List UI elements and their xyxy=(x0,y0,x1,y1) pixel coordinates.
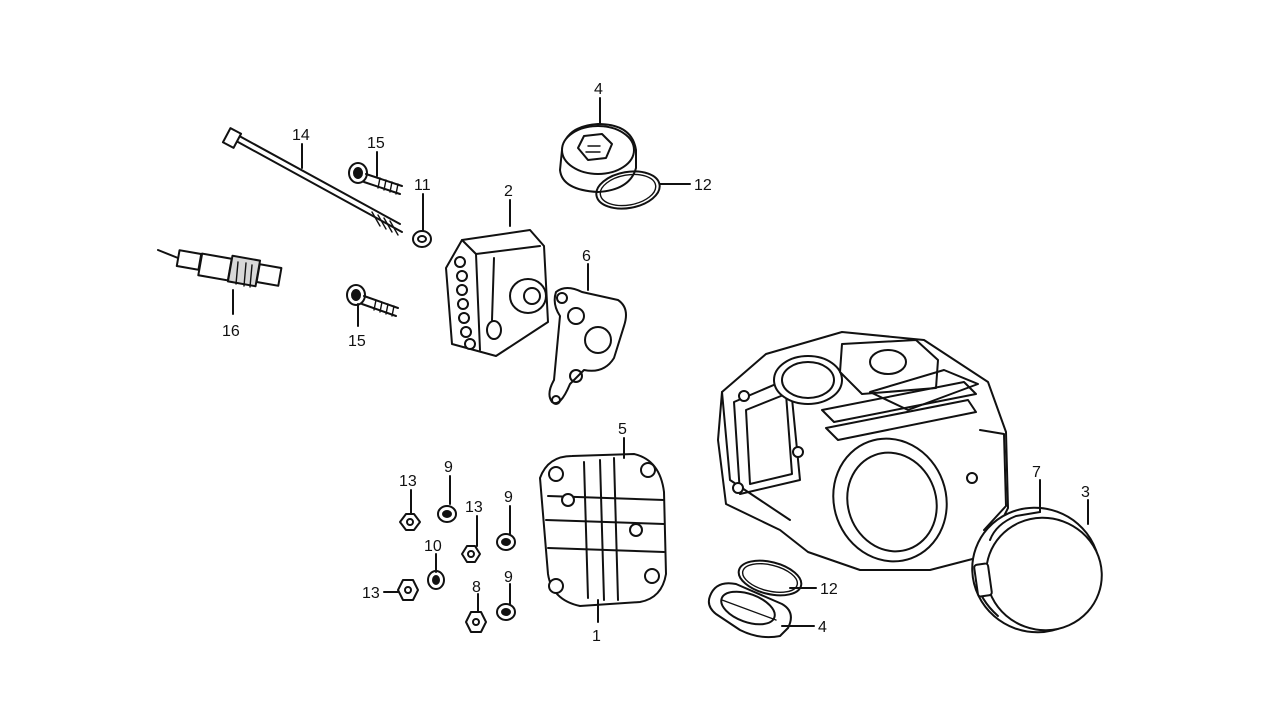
callout-9-b: 9 xyxy=(504,489,513,506)
callout-15-top: 15 xyxy=(367,135,385,152)
callout-6: 6 xyxy=(582,248,591,265)
part-16-spark-plug xyxy=(157,249,283,288)
callout-14: 14 xyxy=(292,127,310,144)
tensioner-teeth xyxy=(454,256,476,350)
callout-4-bottom: 4 xyxy=(818,619,827,636)
part-3-side-cap xyxy=(971,506,1103,634)
callout-3: 3 xyxy=(1081,484,1090,501)
part-13-nut-b xyxy=(461,545,481,563)
callout-8: 8 xyxy=(472,579,481,596)
callout-2: 2 xyxy=(504,183,513,200)
callout-4-top: 4 xyxy=(594,81,603,98)
callout-13-c: 13 xyxy=(362,585,380,602)
callout-7: 7 xyxy=(1032,464,1041,481)
callout-15-bottom: 15 xyxy=(348,333,366,350)
part-15-bolt-bottom xyxy=(346,284,399,317)
callout-12-top: 12 xyxy=(694,177,712,194)
part-7-cap-ring xyxy=(973,511,1041,617)
callout-13-a: 13 xyxy=(399,473,417,490)
part-5-head-cover xyxy=(539,453,667,607)
part-6-gasket-plate xyxy=(548,287,627,405)
callout-16: 16 xyxy=(222,323,240,340)
cylinder-head-block xyxy=(717,331,1009,571)
part-14-stud-bolt xyxy=(221,127,403,236)
part-9-washer-a xyxy=(437,505,457,523)
part-8-nut xyxy=(465,611,487,633)
callout-11: 11 xyxy=(414,177,431,194)
callout-labels: 1 2 3 4 4 5 6 7 8 9 9 9 10 11 12 12 13 1… xyxy=(222,81,1090,645)
part-2-cam-holder xyxy=(445,229,549,357)
callout-12-bottom: 12 xyxy=(820,581,838,598)
callout-10: 10 xyxy=(424,538,442,555)
callout-9-c: 9 xyxy=(504,569,513,586)
callout-13-b: 13 xyxy=(465,499,483,516)
callout-1: 1 xyxy=(592,628,601,645)
callout-5: 5 xyxy=(618,421,627,438)
part-13-nut-c xyxy=(397,579,419,601)
part-10-washer xyxy=(427,570,445,590)
part-4-filler-cap-top xyxy=(559,123,637,193)
callout-leaders xyxy=(232,97,1089,627)
part-15-bolt-top xyxy=(348,162,403,195)
callout-9-a: 9 xyxy=(444,459,453,476)
part-11-washer xyxy=(412,230,432,248)
part-13-nut-a xyxy=(399,513,421,531)
part-9-washer-b xyxy=(496,533,516,551)
part-4-filler-cap-bottom xyxy=(707,582,792,639)
part-12-o-ring-bottom xyxy=(737,559,803,597)
part-9-washer-c xyxy=(496,603,516,621)
